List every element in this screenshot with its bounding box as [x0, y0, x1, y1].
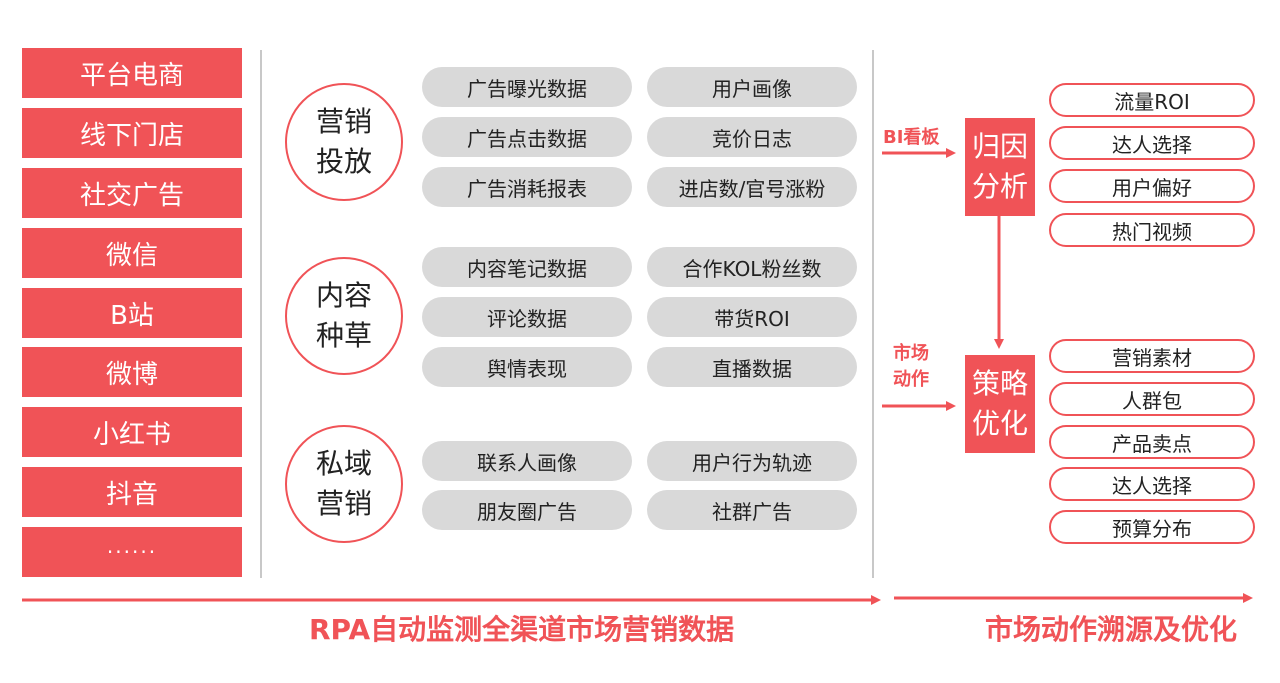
data-pill-ad-spend-report: 广告消耗报表 [422, 167, 632, 207]
data-pill-ad-clicks: 广告点击数据 [422, 117, 632, 157]
label-market-action-line1: 市场 [893, 343, 929, 364]
data-pill-kol-followers: 合作KOL粉丝数 [647, 247, 857, 287]
box-strategy-line1: 策略 [971, 367, 1028, 400]
label-market-action: 市场 动作 [893, 341, 929, 393]
channel-wechat: 微信 [22, 228, 242, 278]
data-pill-moments-ads: 朋友圈广告 [422, 490, 632, 530]
banner-rpa-monitoring: RPA自动监测全渠道市场营销数据 [309, 613, 735, 646]
banner-market-action-tracing: 市场动作溯源及优化 [985, 613, 1238, 646]
box-strategy-optimization: 策略 优化 [965, 355, 1035, 453]
data-pill-ad-impressions: 广告曝光数据 [422, 67, 632, 107]
channel-bilibili: B站 [22, 288, 242, 338]
box-attribution-line2: 分析 [971, 170, 1028, 203]
attribution-item-traffic-roi: 流量ROI [1049, 83, 1255, 117]
box-strategy-line2: 优化 [971, 407, 1028, 440]
data-pill-contact-profile: 联系人画像 [422, 441, 632, 481]
group-title-line1: 营销 [315, 105, 372, 138]
channel-offline-store: 线下门店 [22, 108, 242, 158]
attribution-item-user-preference: 用户偏好 [1049, 169, 1255, 203]
data-pill-sales-roi: 带货ROI [647, 297, 857, 337]
channel-social-ads: 社交广告 [22, 168, 242, 218]
divider-right [872, 50, 874, 578]
strategy-item-talent-selection: 达人选择 [1049, 467, 1255, 501]
box-attribution-line1: 归因 [971, 130, 1028, 163]
strategy-item-audience-pack: 人群包 [1049, 382, 1255, 416]
strategy-item-selling-points: 产品卖点 [1049, 425, 1255, 459]
channel-xiaohongshu: 小红书 [22, 407, 242, 457]
data-pill-user-profile: 用户画像 [647, 67, 857, 107]
strategy-item-budget-distribution: 预算分布 [1049, 510, 1255, 544]
data-pill-bidding-log: 竞价日志 [647, 117, 857, 157]
channel-weibo: 微博 [22, 347, 242, 397]
data-pill-comments: 评论数据 [422, 297, 632, 337]
group-title-line1: 私域 [315, 447, 372, 480]
box-attribution-analysis: 归因 分析 [965, 118, 1035, 216]
data-pill-community-ads: 社群广告 [647, 490, 857, 530]
attribution-item-hot-videos: 热门视频 [1049, 213, 1255, 247]
data-pill-user-behavior: 用户行为轨迹 [647, 441, 857, 481]
channel-platform-ecommerce: 平台电商 [22, 48, 242, 98]
group-title-line1: 内容 [315, 279, 372, 312]
data-pill-livestream: 直播数据 [647, 347, 857, 387]
strategy-item-marketing-materials: 营销素材 [1049, 339, 1255, 373]
group-marketing-placement: 营销 投放 [285, 83, 403, 201]
group-content-seeding: 内容 种草 [285, 257, 403, 375]
channel-douyin: 抖音 [22, 467, 242, 517]
group-private-domain: 私域 营销 [285, 425, 403, 543]
attribution-item-talent-selection: 达人选择 [1049, 126, 1255, 160]
data-pill-public-opinion: 舆情表现 [422, 347, 632, 387]
channel-more: ······ [22, 527, 242, 577]
label-bi-dashboard: BI看板 [883, 127, 940, 148]
group-title-line2: 种草 [315, 319, 372, 352]
data-pill-store-visits-followers: 进店数/官号涨粉 [647, 167, 857, 207]
label-market-action-line2: 动作 [893, 369, 929, 390]
divider-left [260, 50, 262, 578]
group-title-line2: 营销 [315, 487, 372, 520]
data-pill-content-notes: 内容笔记数据 [422, 247, 632, 287]
group-title-line2: 投放 [315, 145, 372, 178]
